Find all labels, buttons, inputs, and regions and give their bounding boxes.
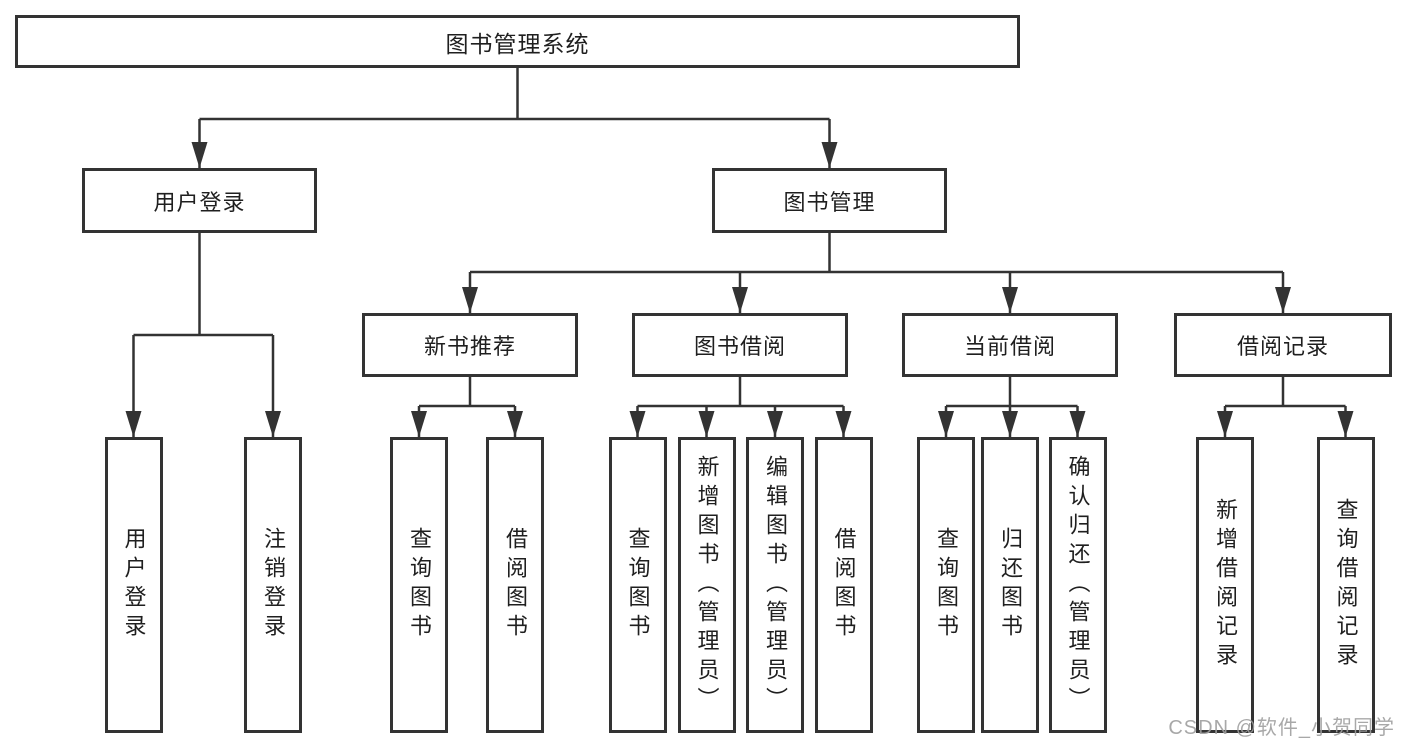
leaf-borrow-books-recommend: 借阅图书 xyxy=(486,437,544,733)
node-library-system: 图书管理系统 xyxy=(15,15,1020,68)
leaf-confirm-return-admin: 确认归还（管理员） xyxy=(1048,437,1107,733)
leaf-query-books-borrowing: 查询图书 xyxy=(608,437,667,733)
leaf-borrow-books-borrowing: 借阅图书 xyxy=(814,437,873,733)
node-current-borrowing: 当前借阅 xyxy=(902,313,1118,377)
node-borrowing-records: 借阅记录 xyxy=(1174,313,1392,377)
leaf-user-login: 用户登录 xyxy=(104,437,163,733)
node-book-management: 图书管理 xyxy=(712,168,947,233)
csdn-watermark: CSDN @软件_小贺同学 xyxy=(1168,717,1395,739)
node-book-borrowing: 图书借阅 xyxy=(632,313,848,377)
leaf-query-books-recommend: 查询图书 xyxy=(390,437,448,733)
node-user-login: 用户登录 xyxy=(82,168,317,233)
leaf-query-borrow-record: 查询借阅记录 xyxy=(1316,437,1375,733)
leaf-add-borrow-record: 新增借阅记录 xyxy=(1196,437,1254,733)
leaf-add-book-admin: 新增图书（管理员） xyxy=(677,437,736,733)
leaf-logout: 注销登录 xyxy=(244,437,302,733)
leaf-query-books-current: 查询图书 xyxy=(917,437,975,733)
leaf-edit-book-admin: 编辑图书（管理员） xyxy=(746,437,804,733)
node-new-book-recommendation: 新书推荐 xyxy=(362,313,578,377)
leaf-return-book: 归还图书 xyxy=(981,437,1039,733)
